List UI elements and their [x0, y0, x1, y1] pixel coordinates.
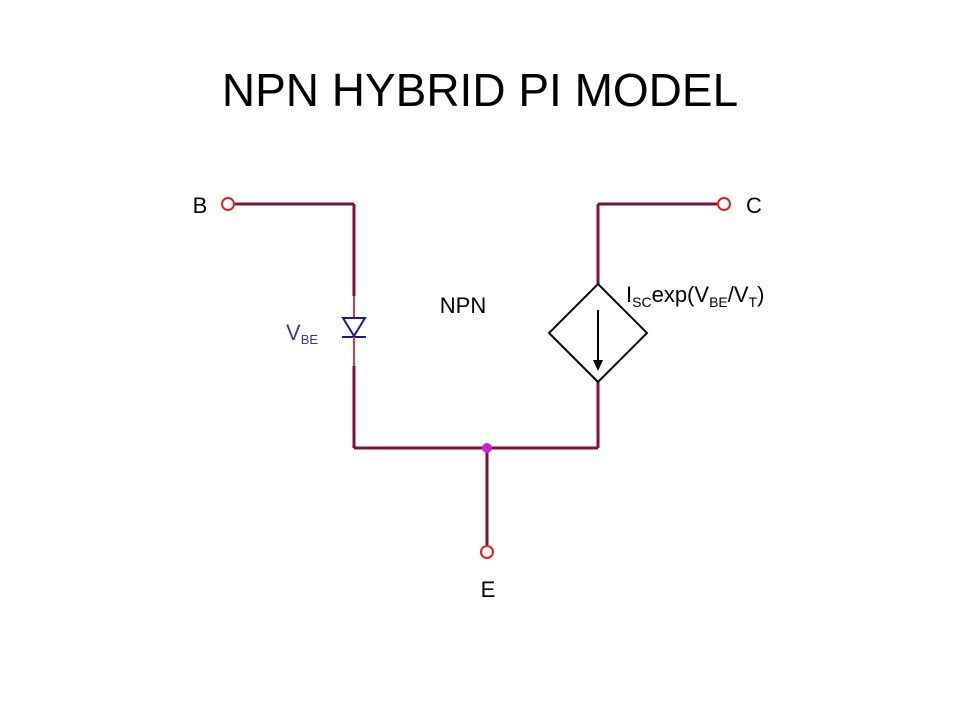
emitter-terminal: [480, 545, 494, 559]
collector-label: C: [746, 193, 762, 218]
source-label-vt-prefix: /V: [728, 282, 749, 307]
emitter-label: E: [481, 577, 496, 602]
source-label: ISCexp(VBE/VT): [626, 282, 764, 310]
source-label-sc: SC: [632, 294, 651, 310]
dependent-current-source: [547, 282, 649, 384]
junction-dot: [482, 443, 492, 453]
base-label: B: [193, 193, 208, 218]
device-label: NPN: [440, 293, 486, 318]
source-label-be: BE: [709, 294, 728, 310]
down-arrow-icon: [593, 360, 603, 371]
diode-label-main: V: [286, 320, 301, 345]
diode-label-sub: BE: [301, 332, 319, 347]
source-label-t: T: [749, 294, 758, 310]
wires: [235, 202, 717, 545]
source-label-close: ): [757, 282, 764, 307]
page-title: NPN HYBRID PI MODEL: [221, 64, 739, 116]
collector-terminal: [717, 197, 731, 211]
base-terminal: [221, 197, 235, 211]
diode-triangle: [341, 317, 367, 338]
diode-label: VBE: [286, 320, 318, 347]
diode: [341, 296, 367, 366]
source-label-i: I: [626, 282, 632, 307]
source-label-exp: exp(V: [652, 282, 710, 307]
